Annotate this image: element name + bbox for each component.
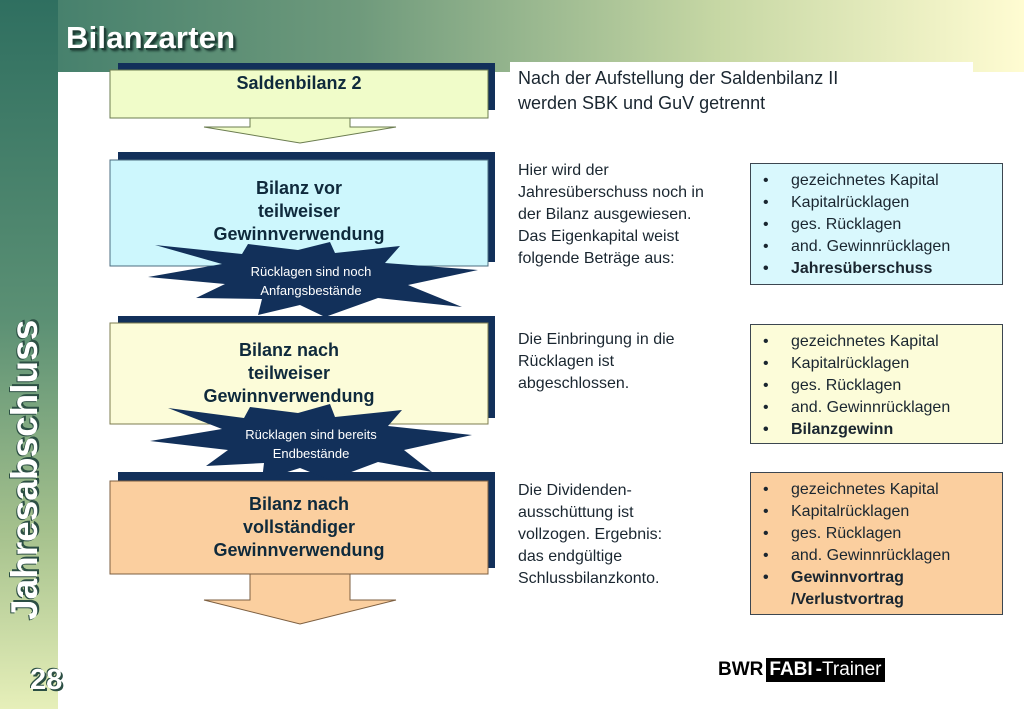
list-item: Kapitalrücklagen	[763, 353, 996, 375]
box4-line2: vollständiger	[242, 517, 356, 537]
note3-line4: das endgültige	[518, 548, 623, 565]
list-item: and. Gewinnrücklagen	[763, 397, 996, 419]
box2-line2: teilweiser	[257, 201, 341, 221]
sidebar-band	[0, 0, 58, 709]
note1-line3: der Bilanz ausgewiesen.	[518, 206, 692, 223]
page-number: 28	[30, 664, 63, 696]
list-item: ges. Rücklagen	[763, 375, 996, 397]
list-item: and. Gewinnrücklagen	[763, 545, 996, 567]
list-equity-teilweise: gezeichnetes Kapital Kapitalrücklagen ge…	[750, 324, 1003, 444]
list-item: Jahresüberschuss	[763, 258, 996, 280]
note3-line2: ausschüttung ist	[518, 504, 634, 521]
box4-line1: Bilanz nach	[248, 494, 350, 514]
page-title: Bilanzarten	[66, 20, 236, 55]
list-equity-vor: gezeichnetes Kapital Kapitalrücklagen ge…	[750, 163, 1003, 285]
logo-bwr: BWR	[718, 659, 764, 680]
flow-box-vollstaendig	[109, 472, 495, 625]
list-item: gezeichnetes Kapital	[763, 479, 996, 501]
list-equity-vollstaendig: gezeichnetes Kapital Kapitalrücklagen ge…	[750, 472, 1003, 615]
list-item: gezeichnetes Kapital	[763, 170, 996, 192]
burst-label-2: Rücklagen sind bereits Endbestände	[200, 425, 422, 463]
list-item: Kapitalrücklagen	[763, 501, 996, 523]
burst2-line2: Endbestände	[272, 446, 350, 461]
header-band	[0, 0, 1024, 72]
flow-box-teilweise	[109, 316, 495, 425]
note1-line4: Das Eigenkapital weist	[518, 228, 679, 245]
note3-line3: vollzogen. Ergebnis:	[518, 526, 663, 543]
list-item: Kapitalrücklagen	[763, 192, 996, 214]
note3-line1: Die Dividenden-	[518, 482, 632, 499]
box-label-vor: Bilanz vor teilweiser Gewinnverwendung	[110, 177, 488, 246]
burst1-line1: Rücklagen sind noch	[250, 264, 372, 279]
box3-line1: Bilanz nach	[238, 340, 340, 360]
note2-line2: Rücklagen ist	[518, 353, 615, 370]
box2-line1: Bilanz vor	[255, 178, 343, 198]
note-top: Nach der Aufstellung der Saldenbilanz II…	[510, 62, 973, 116]
note-top-line1: Nach der Aufstellung der Saldenbilanz II	[518, 68, 839, 88]
note3-line5: Schlussbilanzkonto.	[518, 570, 660, 587]
note1-line5: folgende Beträge aus:	[518, 250, 675, 267]
burst-shape-2	[150, 404, 472, 480]
note1-line1: Hier wird der	[518, 162, 609, 179]
burst-label-1: Rücklagen sind noch Anfangsbestände	[200, 262, 422, 300]
note-1: Hier wird der Jahresüberschuss noch in d…	[518, 160, 743, 270]
box4-line3: Gewinnverwendung	[213, 540, 385, 560]
list-item: Bilanzgewinn	[763, 419, 996, 441]
list-item-continued: /Verlustvortrag	[763, 589, 996, 611]
brand-logo: BWR FABI - Trainer	[718, 657, 886, 683]
box-label-saldenbilanz: Saldenbilanz 2	[236, 73, 362, 93]
list-item: ges. Rücklagen	[763, 523, 996, 545]
burst1-line2: Anfangsbestände	[260, 283, 362, 298]
logo-fabi: FABI	[766, 658, 816, 682]
note-2: Die Einbringung in die Rücklagen ist abg…	[518, 329, 743, 395]
list-item: ges. Rücklagen	[763, 214, 996, 236]
note2-line3: abgeschlossen.	[518, 375, 630, 392]
note-3: Die Dividenden- ausschüttung ist vollzog…	[518, 480, 743, 590]
flow-box-saldenbilanz	[109, 63, 495, 144]
box-label-teilweise: Bilanz nach teilweiser Gewinnverwendung	[100, 339, 478, 408]
box3-line3: Gewinnverwendung	[203, 386, 375, 406]
flow-box-vor	[109, 152, 495, 267]
logo-dash: -	[815, 658, 822, 682]
logo-trainer: Trainer	[822, 658, 886, 682]
note1-line2: Jahresüberschuss noch in	[518, 184, 704, 201]
box2-line3: Gewinnverwendung	[213, 224, 385, 244]
list-item-continued-text: /Verlustvortrag	[791, 591, 904, 608]
list-item: Gewinnvortrag	[763, 567, 996, 589]
box3-line2: teilweiser	[247, 363, 331, 383]
burst2-line1: Rücklagen sind bereits	[245, 427, 377, 442]
note-top-line2: werden SBK und GuV getrennt	[518, 93, 766, 113]
box-label-vollstaendig: Bilanz nach vollständiger Gewinnverwendu…	[110, 493, 488, 562]
note2-line1: Die Einbringung in die	[518, 331, 675, 348]
list-item: gezeichnetes Kapital	[763, 331, 996, 353]
burst-shape-1	[148, 242, 478, 317]
list-item: and. Gewinnrücklagen	[763, 236, 996, 258]
